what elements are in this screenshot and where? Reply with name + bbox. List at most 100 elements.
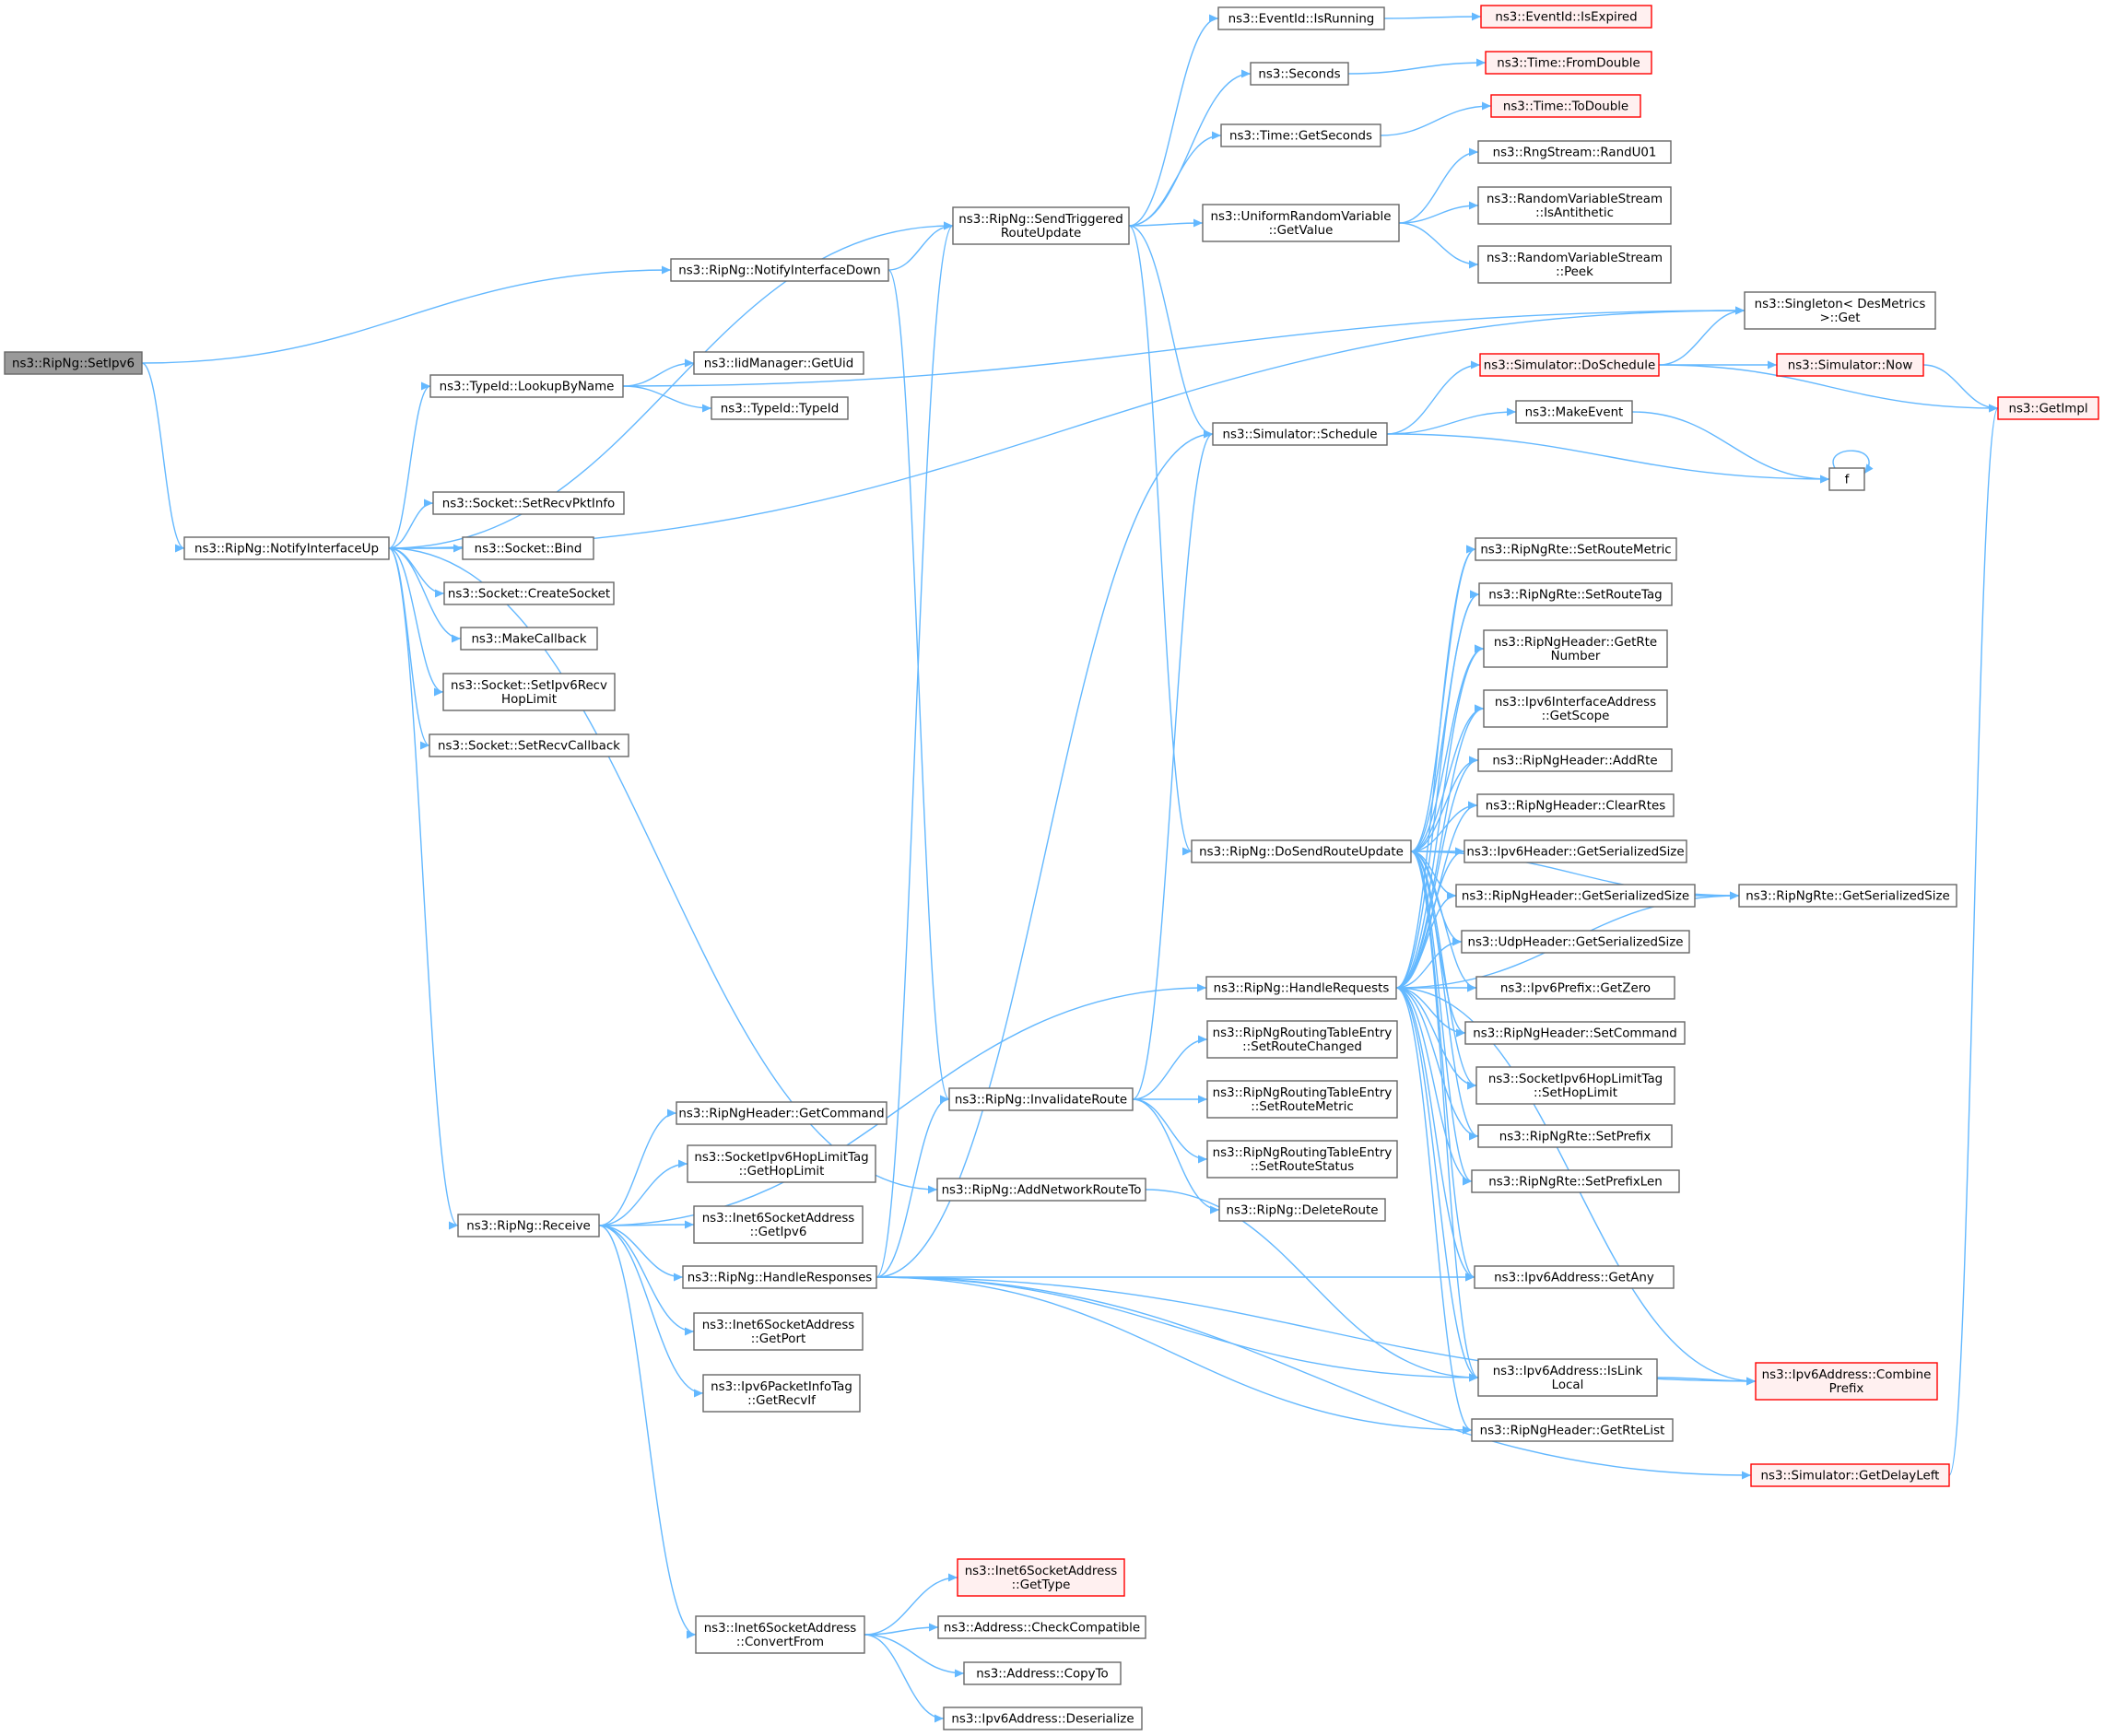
node-setroutetag[interactable]: ns3::RipNgRte::SetRouteTag [1478, 582, 1673, 606]
node-label-bind-line-0: ns3::Socket::Bind [475, 543, 582, 557]
node-dosend[interactable]: ns3::RipNg::DoSendRouteUpdate [1191, 839, 1412, 863]
node-singletonget[interactable]: ns3::Singleton< DesMetrics>::Get [1744, 291, 1936, 330]
node-box-todouble [1490, 94, 1641, 118]
node-lookupbyname[interactable]: ns3::TypeId::LookupByName [429, 374, 624, 398]
node-addnetworkrouteto[interactable]: ns3::RipNg::AddNetworkRouteTo [936, 1178, 1146, 1202]
node-todouble[interactable]: ns3::Time::ToDouble [1490, 94, 1641, 118]
node-gethoplimit[interactable]: ns3::SocketIpv6HopLimitTag::GetHopLimit [687, 1144, 876, 1183]
node-setprefixlen[interactable]: ns3::RipNgRte::SetPrefixLen [1471, 1169, 1680, 1193]
node-ripnghdrsize[interactable]: ns3::RipNgHeader::GetSerializedSize [1455, 884, 1696, 908]
node-bind[interactable]: ns3::Socket::Bind [462, 536, 594, 560]
node-seconds[interactable]: ns3::Seconds [1250, 62, 1349, 86]
node-box-setroutechanged [1206, 1020, 1398, 1059]
node-getipv6[interactable]: ns3::Inet6SocketAddress::GetIpv6 [693, 1205, 864, 1244]
node-box-setroutestatus [1206, 1140, 1398, 1179]
node-setprefix[interactable]: ns3::RipNgRte::SetPrefix [1477, 1124, 1673, 1148]
node-getuid[interactable]: ns3::IidManager::GetUid [693, 351, 864, 375]
node-ipv6hdrsize[interactable]: ns3::Ipv6Header::GetSerializedSize [1463, 839, 1687, 863]
node-randu01[interactable]: ns3::RngStream::RandU01 [1477, 140, 1672, 164]
node-label-entrysetroutemetric-line-1: ::SetRouteMetric [1251, 1100, 1354, 1114]
node-eventexpired[interactable]: ns3::EventId::IsExpired [1480, 5, 1652, 29]
call-edge-handlerequests-to-ipv6hdrsize [1395, 847, 1465, 989]
node-doschedule[interactable]: ns3::Simulator::DoSchedule [1479, 353, 1660, 377]
node-getrecvif[interactable]: ns3::Ipv6PacketInfoTag::GetRecvIf [702, 1374, 861, 1413]
node-makeevent[interactable]: ns3::MakeEvent [1515, 400, 1633, 424]
node-urvgetvalue[interactable]: ns3::UniformRandomVariable::GetValue [1202, 204, 1400, 242]
node-box-getimpl [1997, 396, 2099, 420]
node-notifyup[interactable]: ns3::RipNg::NotifyInterfaceUp [183, 536, 390, 560]
node-isantithetic[interactable]: ns3::RandomVariableStream::IsAntithetic [1477, 186, 1672, 225]
node-getrtelist[interactable]: ns3::RipNgHeader::GetRteList [1471, 1418, 1674, 1442]
call-edge-sendtrig-to-getseconds [1128, 131, 1222, 227]
node-getseconds[interactable]: ns3::Time::GetSeconds [1220, 123, 1381, 147]
node-notifydown[interactable]: ns3::RipNg::NotifyInterfaceDown [670, 258, 889, 282]
node-label-gettype-line-1: ::GetType [1012, 1578, 1071, 1592]
node-setrecvcallback[interactable]: ns3::Socket::SetRecvCallback [429, 733, 629, 757]
call-edge-notifydown-to-invalidateroute [887, 269, 950, 1104]
node-checkcompatible[interactable]: ns3::Address::CheckCompatible [937, 1615, 1146, 1639]
node-setipv6[interactable]: ns3::RipNg::SetIpv6 [4, 351, 143, 375]
node-setroutemetric[interactable]: ns3::RipNgRte::SetRouteMetric [1475, 537, 1677, 561]
node-fromdouble[interactable]: ns3::Time::FromDouble [1485, 51, 1652, 75]
node-label-isantithetic-line-0: ns3::RandomVariableStream [1487, 193, 1663, 206]
node-label-udphdrsize-line-0: ns3::UdpHeader::GetSerializedSize [1467, 936, 1683, 950]
call-edge-sendtrig-to-eventrunning [1128, 14, 1219, 227]
node-addrte[interactable]: ns3::RipNgHeader::AddRte [1477, 748, 1673, 772]
node-getport[interactable]: ns3::Inet6SocketAddress::GetPort [693, 1312, 864, 1351]
node-getcommand[interactable]: ns3::RipNgHeader::GetCommand [676, 1101, 887, 1125]
node-receive[interactable]: ns3::RipNg::Receive [457, 1214, 600, 1237]
node-setcommand[interactable]: ns3::RipNgHeader::SetCommand [1464, 1021, 1686, 1045]
node-handleresponses[interactable]: ns3::RipNg::HandleResponses [682, 1265, 877, 1289]
node-setroutestatus[interactable]: ns3::RipNgRoutingTableEntry::SetRouteSta… [1206, 1140, 1398, 1179]
call-edge-dosend-to-setprefix [1410, 850, 1479, 1141]
node-makecallback[interactable]: ns3::MakeCallback [460, 627, 598, 651]
node-convertfrom[interactable]: ns3::Inet6SocketAddress::ConvertFrom [695, 1615, 865, 1654]
call-edge-receive-to-getipv6 [598, 1220, 695, 1229]
call-edge-handlerequests-to-setcommand [1395, 987, 1466, 1038]
node-deleteroute[interactable]: ns3::RipNg::DeleteRoute [1218, 1198, 1386, 1222]
node-label-ripnghdrsize-line-0: ns3::RipNgHeader::GetSerializedSize [1462, 890, 1689, 904]
node-udphdrsize[interactable]: ns3::UdpHeader::GetSerializedSize [1461, 930, 1690, 954]
node-getany[interactable]: ns3::Ipv6Address::GetAny [1474, 1265, 1675, 1289]
node-createsocket[interactable]: ns3::Socket::CreateSocket [443, 581, 615, 605]
node-deserialize[interactable]: ns3::Ipv6Address::Deserialize [943, 1707, 1143, 1730]
node-getscope[interactable]: ns3::Ipv6InterfaceAddress::GetScope [1483, 689, 1668, 728]
node-eventrunning[interactable]: ns3::EventId::IsRunning [1217, 6, 1385, 30]
call-edge-receive-to-gethoplimit [598, 1159, 688, 1226]
node-label-getany-line-0: ns3::Ipv6Address::GetAny [1494, 1272, 1654, 1285]
node-peek[interactable]: ns3::RandomVariableStream::Peek [1477, 245, 1672, 284]
node-simnow[interactable]: ns3::Simulator::Now [1776, 353, 1924, 377]
node-gettype[interactable]: ns3::Inet6SocketAddress::GetType [957, 1558, 1125, 1597]
call-edge-dosend-to-setprefixlen [1410, 850, 1473, 1186]
node-box-invalidateroute [948, 1087, 1134, 1111]
node-entrysetroutemetric[interactable]: ns3::RipNgRoutingTableEntry::SetRouteMet… [1206, 1080, 1398, 1119]
node-getimpl[interactable]: ns3::GetImpl [1997, 396, 2099, 420]
node-typeid[interactable]: ns3::TypeId::TypeId [711, 396, 849, 420]
node-schedule[interactable]: ns3::Simulator::Schedule [1212, 422, 1388, 446]
node-copyto[interactable]: ns3::Address::CopyTo [963, 1661, 1122, 1685]
node-setroutechanged[interactable]: ns3::RipNgRoutingTableEntry::SetRouteCha… [1206, 1020, 1398, 1059]
node-label-getscope-line-1: ::GetScope [1542, 710, 1610, 723]
node-clearrtes[interactable]: ns3::RipNgHeader::ClearRtes [1476, 793, 1675, 817]
node-invalidateroute[interactable]: ns3::RipNg::InvalidateRoute [948, 1087, 1134, 1111]
node-box-setcommand [1464, 1021, 1686, 1045]
node-box-gettype [957, 1558, 1125, 1597]
node-sethoplimit[interactable]: ns3::SocketIpv6HopLimitTag::SetHopLimit [1475, 1066, 1675, 1105]
node-label-dosend-line-0: ns3::RipNg::DoSendRouteUpdate [1199, 846, 1404, 860]
node-f[interactable]: f [1828, 467, 1865, 491]
node-handlerequests[interactable]: ns3::RipNg::HandleRequests [1205, 976, 1397, 1000]
node-box-simnow [1776, 353, 1924, 377]
node-label-deserialize-line-0: ns3::Ipv6Address::Deserialize [951, 1713, 1134, 1727]
node-setrecvpktinfo[interactable]: ns3::Socket::SetRecvPktInfo [432, 491, 625, 515]
call-edge-notifyup-to-receive [388, 547, 459, 1230]
node-getzero[interactable]: ns3::Ipv6Prefix::GetZero [1475, 976, 1675, 1000]
node-getdelayleft[interactable]: ns3::Simulator::GetDelayLeft [1750, 1463, 1950, 1487]
node-label-setroutemetric-line-0: ns3::RipNgRte::SetRouteMetric [1480, 544, 1671, 557]
node-rtesize[interactable]: ns3::RipNgRte::GetSerializedSize [1738, 884, 1957, 908]
call-edge-handlerequests-to-setroutemetric [1395, 545, 1476, 989]
